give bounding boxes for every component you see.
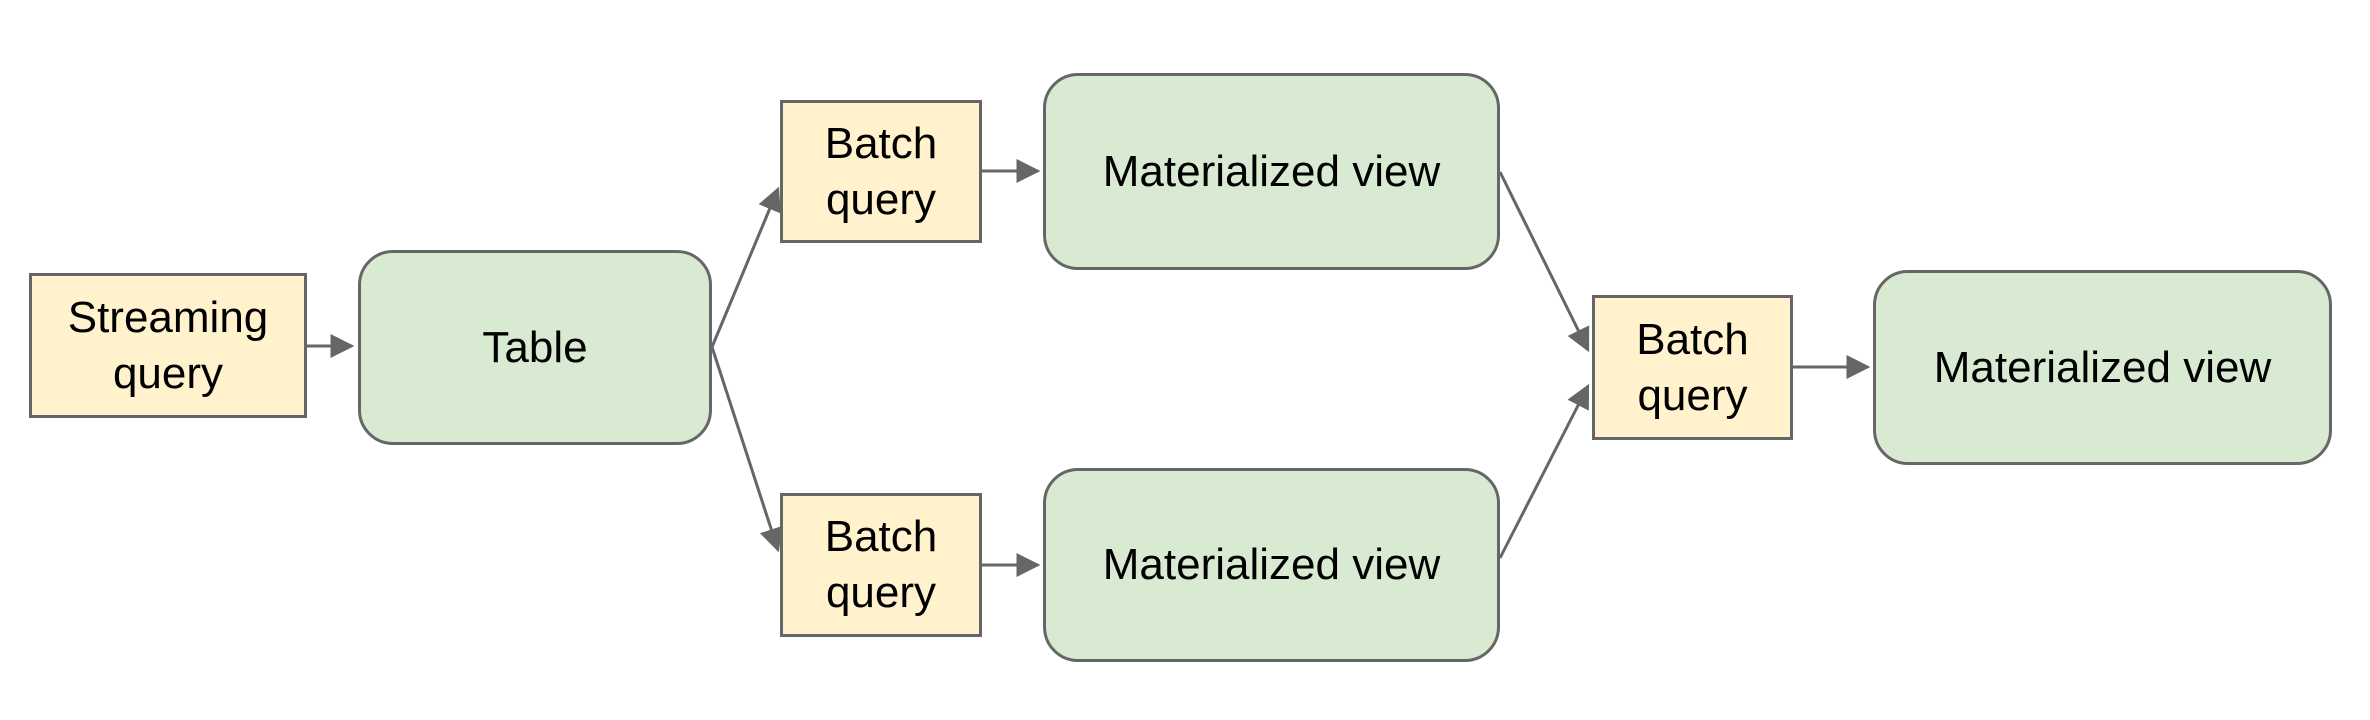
node-streaming-query-label: Streaming query xyxy=(67,292,269,398)
node-batch-query-right: Batch query xyxy=(1592,295,1793,440)
arrow-mv-top-to-batch-query-right xyxy=(1498,171,1590,353)
node-table-label: Table xyxy=(482,322,588,372)
node-materialized-view-bottom-label: Materialized view xyxy=(1102,540,1441,590)
arrow-mv-bottom-to-batch-query-right xyxy=(1498,383,1590,559)
node-batch-query-bottom-label: Batch query xyxy=(824,512,938,617)
node-batch-query-top: Batch query xyxy=(780,100,982,243)
node-materialized-view-top: Materialized view xyxy=(1043,73,1500,270)
node-materialized-view-right-label: Materialized view xyxy=(1933,342,2272,392)
node-table: Table xyxy=(358,250,712,445)
node-streaming-query: Streaming query xyxy=(29,273,307,418)
node-materialized-view-right: Materialized view xyxy=(1873,270,2332,465)
node-batch-query-top-label: Batch query xyxy=(824,118,938,224)
node-batch-query-bottom: Batch query xyxy=(780,493,982,637)
arrow-table-to-batch-query-bottom xyxy=(710,346,783,553)
arrow-table-to-batch-query-top xyxy=(710,186,781,348)
node-materialized-view-bottom: Materialized view xyxy=(1043,468,1500,662)
node-batch-query-right-label: Batch query xyxy=(1636,314,1749,420)
node-materialized-view-top-label: Materialized view xyxy=(1102,146,1441,196)
